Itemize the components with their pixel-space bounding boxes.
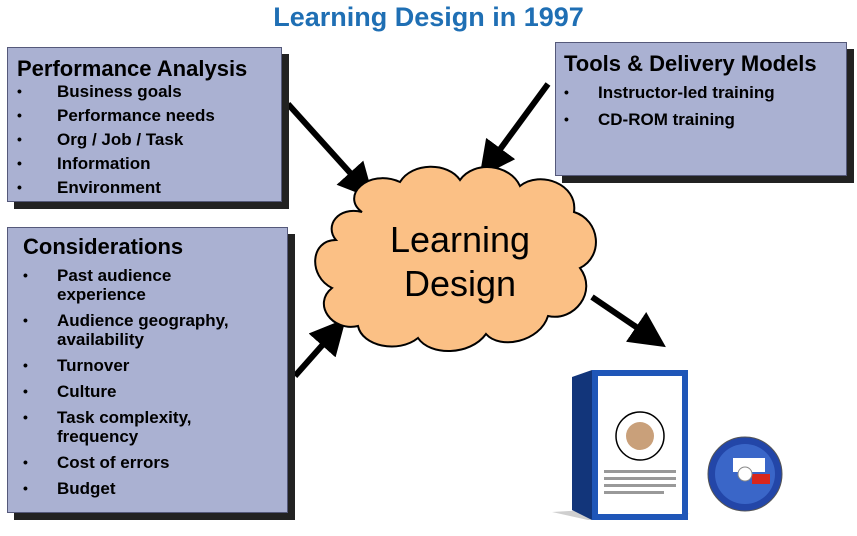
list-item: • CD-ROM training xyxy=(564,110,846,129)
list-item: • Turnover xyxy=(23,356,287,375)
list-item-text: Turnover xyxy=(57,356,130,375)
bullet: • xyxy=(17,83,22,99)
performance-analysis-list: • Business goals • Performance needs • Org … xyxy=(17,82,281,197)
bullet: • xyxy=(17,131,22,147)
bullet: • xyxy=(23,409,28,425)
list-item: • Task complexity, frequency xyxy=(23,408,257,446)
bullet: • xyxy=(564,111,569,127)
arrow-tools-to-design xyxy=(479,82,551,178)
bullet: • xyxy=(23,480,28,496)
list-item: • Culture xyxy=(23,382,287,401)
bullet: • xyxy=(23,357,28,373)
cloud-label: Learning Design xyxy=(335,218,585,306)
list-item-text: Org / Job / Task xyxy=(57,130,184,149)
cloud-label-line1: Learning xyxy=(389,219,531,260)
cd-rom-image xyxy=(707,436,783,512)
list-item-text: Cost of errors xyxy=(57,453,170,472)
learning-design-cloud xyxy=(314,165,597,352)
course-box-image xyxy=(552,370,690,520)
list-item: • Instructor-led training xyxy=(564,83,846,102)
list-item: • Past audience experience xyxy=(23,266,247,304)
list-item: • Audience geography, availability xyxy=(23,311,287,349)
bullet: • xyxy=(17,155,22,171)
bullet: • xyxy=(17,179,22,195)
list-item-text: Performance needs xyxy=(57,106,215,125)
list-item-text: Business goals xyxy=(57,82,182,101)
bullet: • xyxy=(23,267,28,283)
page-title: Learning Design in 1997 xyxy=(273,2,584,32)
arrow-design-to-product xyxy=(590,294,666,348)
bullet: • xyxy=(23,312,28,328)
considerations-panel: Considerations • Past audience experience… xyxy=(7,227,288,513)
considerations-list: • Past audience experience • Audience geog… xyxy=(23,266,287,498)
list-item-text: Budget xyxy=(57,479,116,498)
considerations-heading: Considerations xyxy=(23,234,184,259)
list-item: • Business goals xyxy=(17,82,281,101)
list-item-text: Audience geography, availability xyxy=(57,311,229,349)
list-item: • Environment xyxy=(17,178,281,197)
tools-delivery-panel: Tools & Delivery Models • Instructor-led … xyxy=(555,42,847,176)
bullet: • xyxy=(23,454,28,470)
bullet: • xyxy=(17,107,22,123)
list-item: • Performance needs xyxy=(17,106,281,125)
list-item-text: Task complexity, frequency xyxy=(57,408,192,446)
bullet: • xyxy=(564,84,569,100)
list-item: • Org / Job / Task xyxy=(17,130,281,149)
list-item-text: Culture xyxy=(57,382,117,401)
tools-delivery-list: • Instructor-led training • CD-ROM trainin… xyxy=(564,83,846,129)
arrow-performance-to-design xyxy=(285,101,375,200)
list-item-text: Instructor-led training xyxy=(598,83,775,102)
cloud-label-line2: Design xyxy=(403,263,517,304)
list-item-text: CD-ROM training xyxy=(598,110,735,129)
list-item: • Information xyxy=(17,154,281,173)
list-item-text: Past audience experience xyxy=(57,266,172,304)
list-item-text: Information xyxy=(57,154,151,173)
tools-delivery-heading: Tools & Delivery Models xyxy=(564,51,817,76)
performance-analysis-panel: Performance Analysis • Business goals • Pe… xyxy=(7,47,282,202)
bullet: • xyxy=(23,383,28,399)
list-item: • Budget xyxy=(23,479,287,498)
arrow-considerations-to-design xyxy=(292,318,346,378)
list-item-text: Environment xyxy=(57,178,161,197)
performance-analysis-heading: Performance Analysis xyxy=(17,56,248,81)
list-item: • Cost of errors xyxy=(23,453,287,472)
